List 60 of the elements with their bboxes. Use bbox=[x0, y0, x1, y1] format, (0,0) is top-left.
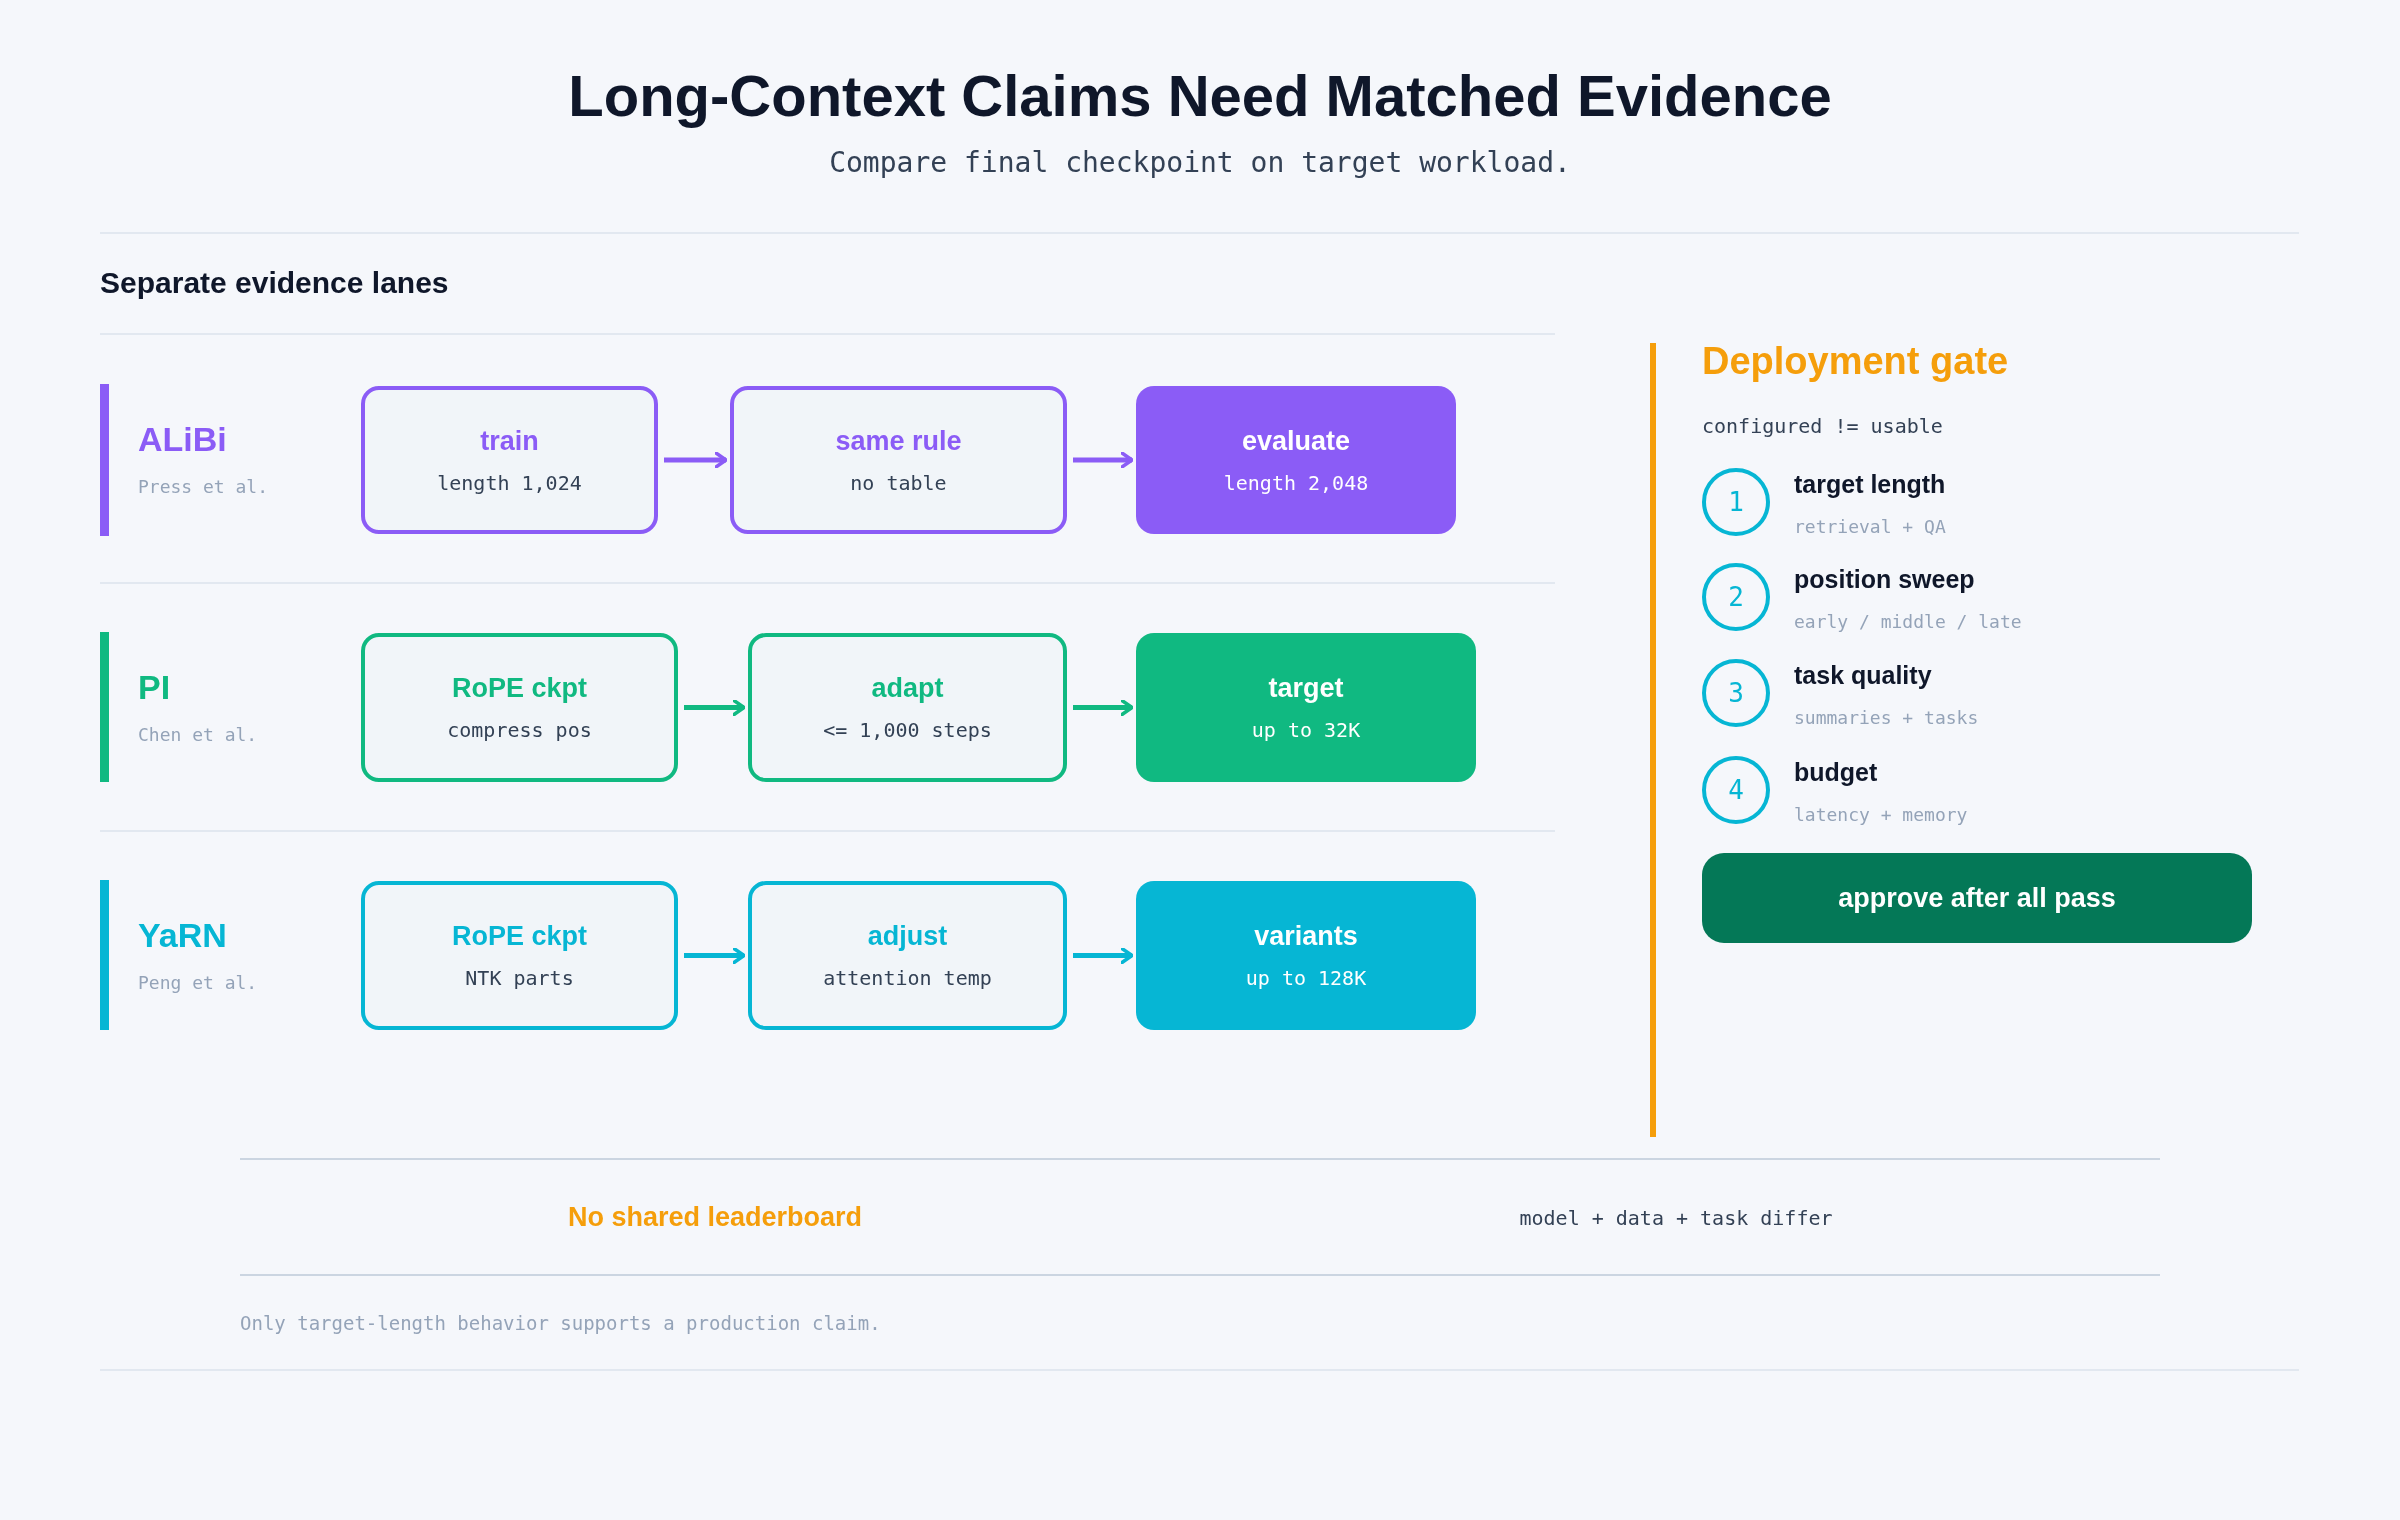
box-title: same rule bbox=[835, 425, 962, 457]
arrow bbox=[684, 698, 746, 717]
section-heading: Separate evidence lanes bbox=[100, 266, 449, 300]
box-detail: <= 1,000 steps bbox=[823, 718, 992, 742]
arrow bbox=[1073, 946, 1134, 965]
panel-heading: Deployment gate bbox=[1702, 340, 2009, 383]
subtitle: Compare final checkpoint on target workload. bbox=[828, 146, 1572, 179]
box-title: adapt bbox=[871, 673, 944, 704]
box-detail: attention temp bbox=[823, 966, 992, 990]
process-box bbox=[748, 633, 1067, 782]
footnote: Only target-length behavior supports a production claim. bbox=[240, 1312, 881, 1334]
check-detail: early / middle / late bbox=[1794, 611, 2022, 632]
process-box bbox=[361, 633, 678, 782]
process-box bbox=[748, 881, 1067, 1030]
step-number-circle: 1 bbox=[1702, 468, 1770, 536]
arrow bbox=[684, 946, 746, 965]
panel-note: configured != usable bbox=[1702, 414, 1943, 438]
title: Long-Context Claims Need Matched Evidence bbox=[567, 62, 1833, 129]
step-number-circle: 3 bbox=[1702, 659, 1770, 727]
box-detail: compress pos bbox=[447, 718, 592, 742]
check-detail: latency + memory bbox=[1794, 804, 1968, 825]
check-title: position sweep bbox=[1794, 565, 1975, 594]
check-title: target length bbox=[1794, 470, 1946, 499]
citation-text: Chen et al. bbox=[138, 724, 258, 745]
lane-title: YaRN bbox=[138, 916, 227, 955]
callout-heading: No shared leaderboard bbox=[567, 1202, 863, 1233]
box-detail: length 2,048 bbox=[1223, 470, 1369, 495]
check-title: budget bbox=[1794, 758, 1878, 787]
box-detail: up to 32K bbox=[1251, 718, 1361, 742]
box-detail: no table bbox=[850, 470, 947, 495]
approve-button: approve after all pass bbox=[1702, 853, 2252, 943]
box-title: evaluate bbox=[1241, 425, 1351, 457]
box-title: variants bbox=[1254, 921, 1358, 952]
arrow bbox=[1073, 451, 1134, 469]
box-title: adjust bbox=[867, 921, 948, 952]
citation-text: Peng et al. bbox=[138, 972, 258, 993]
citation-text: Press et al. bbox=[138, 476, 269, 497]
step-number-circle: 2 bbox=[1702, 563, 1770, 631]
box-detail: NTK parts bbox=[465, 966, 574, 990]
box-title: RoPE ckpt bbox=[452, 921, 587, 952]
lane-title: ALiBi bbox=[138, 420, 227, 459]
process-box bbox=[361, 881, 678, 1030]
box-detail: up to 128K bbox=[1245, 966, 1367, 990]
arrow bbox=[664, 451, 728, 469]
box-title: train bbox=[480, 425, 539, 457]
result-box bbox=[1136, 633, 1476, 782]
result-box bbox=[1136, 881, 1476, 1030]
check-detail: summaries + tasks bbox=[1794, 707, 1979, 728]
process-box bbox=[361, 386, 658, 534]
result-box bbox=[1136, 386, 1456, 534]
process-box bbox=[730, 386, 1067, 534]
callout-note: model + data + task differ bbox=[1519, 1206, 1833, 1230]
step-number-circle: 4 bbox=[1702, 756, 1770, 824]
check-title: task quality bbox=[1794, 661, 1932, 690]
lane-title: PI bbox=[138, 668, 171, 707]
box-title: RoPE ckpt bbox=[452, 673, 587, 704]
box-title: target bbox=[1268, 673, 1344, 704]
arrow bbox=[1073, 698, 1134, 717]
check-detail: retrieval + QA bbox=[1794, 516, 1946, 537]
box-detail: length 1,024 bbox=[437, 470, 582, 495]
